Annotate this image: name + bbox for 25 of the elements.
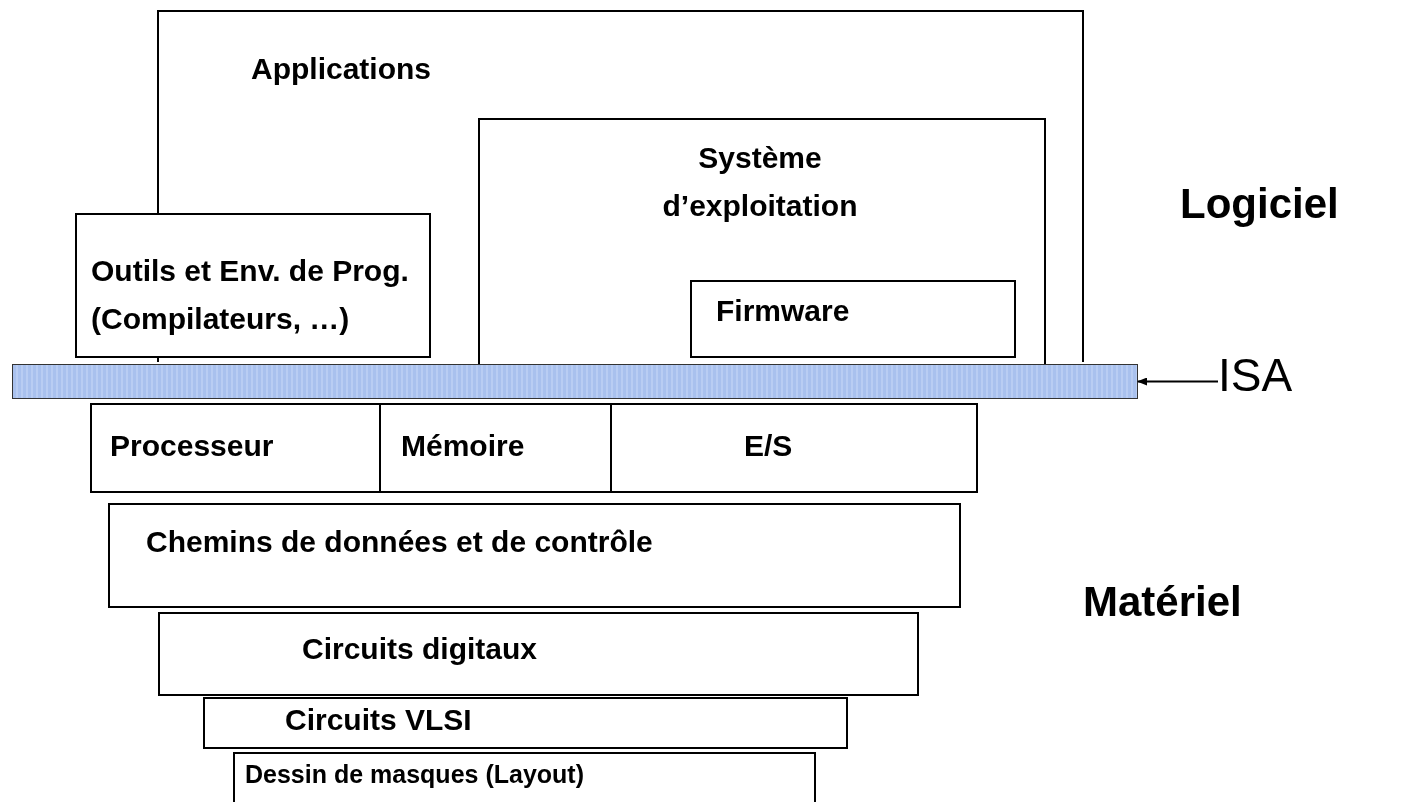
mask-layout-box	[233, 752, 816, 802]
layer-label: Circuits VLSI	[285, 703, 472, 737]
memory-box	[379, 403, 612, 493]
software-label: Logiciel	[1180, 180, 1339, 228]
layer-label: Dessin de masques (Layout)	[245, 760, 584, 789]
hardware-label: Matériel	[1083, 578, 1242, 626]
layer-label: Chemins de données et de contrôle	[146, 525, 653, 559]
digital-circuits-box	[158, 612, 919, 696]
layer-label: Système d’exploitation	[661, 140, 859, 224]
firmware-box	[690, 280, 1016, 358]
layer-label: Applications	[251, 52, 431, 86]
layer-label: E/S	[744, 429, 793, 463]
layer-label: Outils et Env. de Prog. (Compilateurs, …)	[91, 253, 410, 337]
layer-label: Processeur	[110, 429, 274, 463]
layer-label: Circuits digitaux	[302, 632, 538, 666]
layer-label: Firmware	[716, 294, 850, 328]
tools-box	[75, 213, 431, 358]
arrow	[1137, 377, 1219, 386]
datapath-control-box	[108, 503, 961, 608]
isa-bar	[12, 364, 1138, 399]
layer-label: ISA	[1218, 348, 1293, 402]
processor-box	[90, 403, 381, 493]
layer-label: Mémoire	[401, 429, 525, 463]
io-box	[610, 403, 978, 493]
vlsi-circuits-box	[203, 697, 848, 749]
